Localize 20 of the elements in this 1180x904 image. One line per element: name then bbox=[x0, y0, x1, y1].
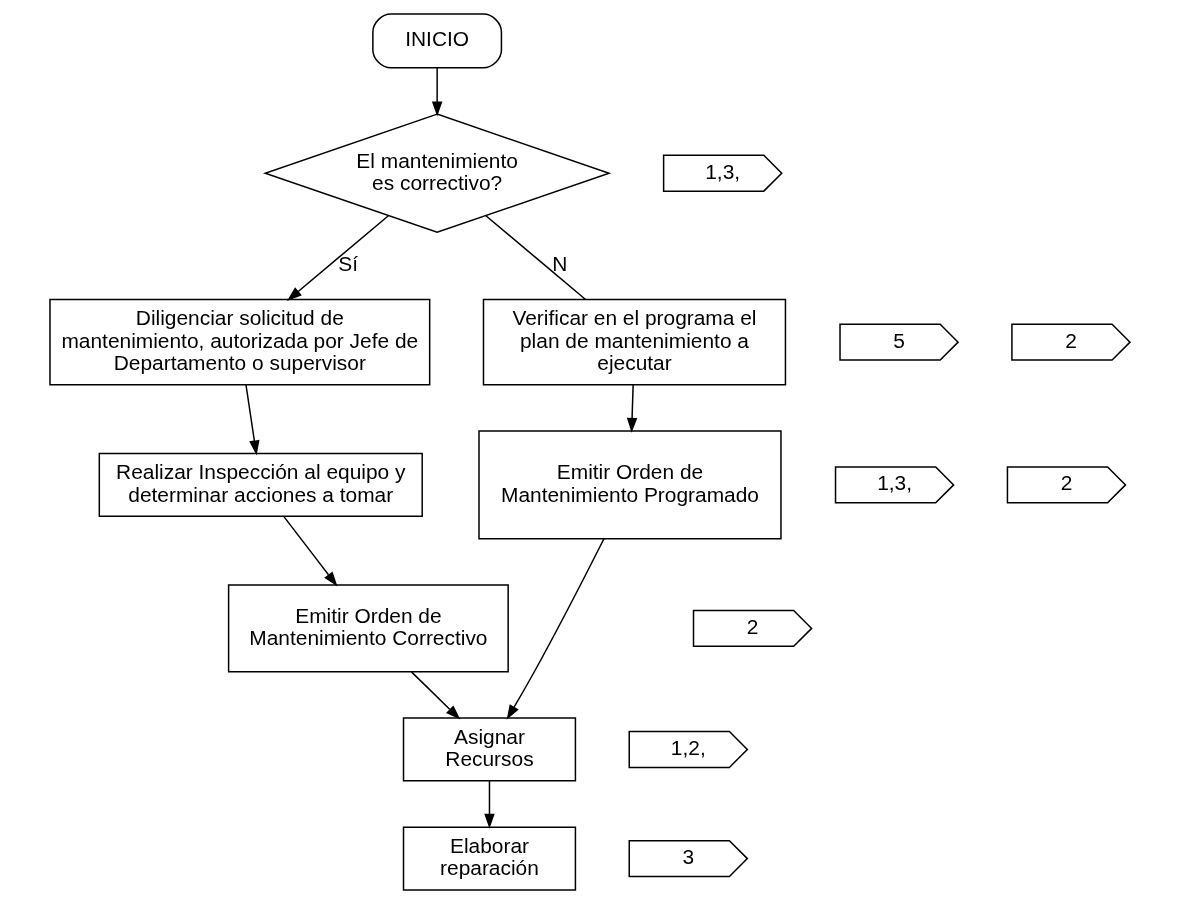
arrow bbox=[245, 384, 260, 456]
node-box: Verificar en el programa el plan de mantenimiento a ejecutar bbox=[482, 298, 787, 386]
node-box: Asignar Recursos bbox=[402, 717, 577, 782]
node-diamond: El mantenimiento es correctivo? bbox=[262, 113, 612, 234]
node-box: Realizar Inspección al equipo y determinar acciones a tomar bbox=[98, 452, 423, 518]
node-box: Emitir Orden de Mantenimiento Programado bbox=[478, 430, 782, 540]
arrow bbox=[410, 671, 461, 720]
connector bbox=[485, 214, 587, 301]
arrow bbox=[431, 67, 443, 117]
arrow bbox=[484, 780, 495, 829]
arrow bbox=[626, 384, 638, 433]
edge-label: N bbox=[552, 252, 568, 276]
node-box: Elaborar reparación bbox=[402, 826, 577, 891]
node-box: Emitir Orden de Mantenimiento Correctivo bbox=[227, 584, 509, 673]
arrow bbox=[506, 537, 605, 720]
arrow bbox=[287, 214, 390, 301]
node-box: Diligenciar solicitud de mantenimiento, autorizada por Jefe de Departamento o supervisor bbox=[49, 298, 431, 386]
edge-label: Sí bbox=[338, 252, 359, 276]
arrow bbox=[283, 516, 338, 587]
node-box: INICIO bbox=[372, 13, 503, 69]
